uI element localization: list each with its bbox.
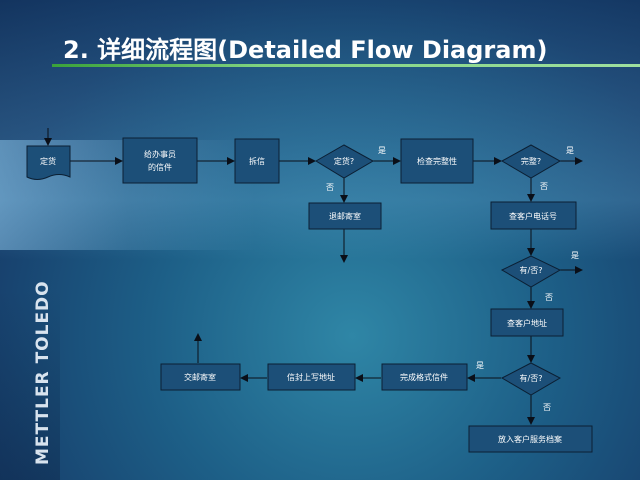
node-open-letter: 拆信 — [234, 138, 280, 184]
node-write-address: 信封上写地址 — [267, 363, 356, 391]
node-format-letter-label: 完成格式信件 — [400, 372, 448, 382]
node-start-document: 定货 — [26, 145, 71, 180]
side-band — [0, 290, 60, 480]
node-letter-to-clerk: 给办事员 的信件 — [122, 137, 198, 184]
label-no-has1: 否 — [545, 293, 553, 302]
node-check-address: 查客户地址 — [490, 308, 564, 337]
node-check-completeness-label: 检查完整性 — [417, 156, 457, 166]
label-yes-has2: 是 — [476, 361, 484, 370]
flow-edges — [44, 128, 583, 425]
decision-order-label: 定货? — [334, 156, 354, 166]
label-yes-has1: 是 — [571, 251, 579, 260]
node-check-phone-label: 查客户电话号 — [509, 211, 557, 221]
decision-order: 定货? — [315, 144, 375, 179]
node-deliver-mail-room: 交邮寄室 — [160, 363, 241, 391]
node-letter-label-line2: 的信件 — [148, 162, 172, 172]
node-write-address-label: 信封上写地址 — [287, 372, 335, 382]
decision-has-1: 有/否? — [500, 255, 562, 288]
node-open-letter-label: 拆信 — [249, 156, 265, 166]
node-return-mail-label: 退邮寄室 — [329, 211, 361, 221]
node-start-label: 定货 — [40, 156, 56, 166]
decision-complete: 完整? — [500, 144, 562, 179]
decision-has-2-label: 有/否? — [520, 373, 543, 383]
branch-labels: 是 否 是 否 是 否 是 否 — [326, 146, 579, 412]
label-yes-complete: 是 — [566, 146, 574, 155]
node-check-completeness: 检查完整性 — [400, 138, 474, 184]
decision-has-1-label: 有/否? — [520, 265, 543, 275]
node-return-mail-room: 退邮寄室 — [308, 202, 382, 230]
node-check-phone: 查客户电话号 — [490, 201, 577, 230]
node-format-letter: 完成格式信件 — [381, 363, 468, 391]
decision-complete-label: 完整? — [521, 156, 541, 166]
node-letter-label-line1: 给办事员 — [144, 149, 176, 159]
slide-title: 2. 详细流程图(Detailed Flow Diagram) — [63, 36, 548, 64]
label-no-complete: 否 — [540, 182, 548, 191]
node-check-address-label: 查客户地址 — [507, 318, 547, 328]
label-no-order: 否 — [326, 183, 334, 192]
label-no-has2: 否 — [543, 403, 551, 412]
node-deliver-mail-label: 交邮寄室 — [184, 372, 216, 382]
node-customer-file-label: 放入客户服务档案 — [498, 434, 562, 444]
node-customer-service-file: 放入客户服务档案 — [468, 425, 593, 453]
title-underline — [52, 64, 640, 67]
label-yes-order: 是 — [378, 146, 386, 155]
decision-has-2: 有/否? — [500, 362, 562, 396]
